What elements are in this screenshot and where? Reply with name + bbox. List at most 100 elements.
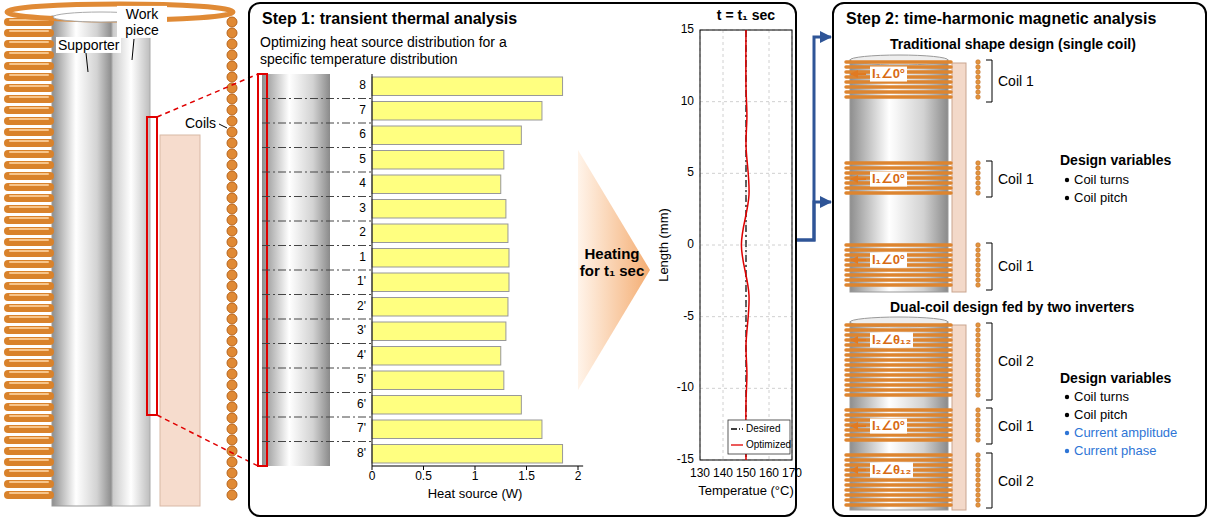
flow-arrow xyxy=(797,202,831,240)
tick-label: 130 xyxy=(690,467,710,481)
current-label: I₁∠0° xyxy=(870,419,907,434)
coil-label: Coil 1 xyxy=(998,73,1034,89)
heat-bar xyxy=(372,126,521,145)
coil-bracket xyxy=(986,408,992,444)
panel-title: Step 2: time-harmonic magnetic analysis xyxy=(846,9,1156,28)
coil-label: Coil 1 xyxy=(998,258,1034,274)
axis-title: Heat source (W) xyxy=(428,487,523,502)
coil-bracket xyxy=(986,161,992,197)
coil-design xyxy=(846,55,992,292)
list-heading: Design variables xyxy=(1060,152,1171,168)
heat-bar xyxy=(372,396,521,415)
design-heading: Traditional shape design (single coil) xyxy=(890,36,1136,52)
panel-title: Step 1: transient thermal analysis xyxy=(262,9,517,28)
zoom-line xyxy=(157,74,258,117)
row-number: 3' xyxy=(357,324,366,338)
current-arrow xyxy=(851,469,866,471)
tick-label: 1 xyxy=(472,470,479,484)
current-arrow xyxy=(851,425,866,427)
row-number: 5 xyxy=(359,153,366,167)
part-label: Coils xyxy=(183,115,218,131)
flow-arrow xyxy=(797,37,831,240)
tick-label: 0 xyxy=(687,238,694,252)
heat-bar xyxy=(372,224,508,243)
row-number: 6' xyxy=(357,398,366,412)
heat-bar xyxy=(372,322,506,341)
current-arrow xyxy=(851,339,866,341)
row-number: 7' xyxy=(357,422,366,436)
row-number: 2 xyxy=(359,226,366,240)
coil-bracket xyxy=(986,453,992,508)
list-item: Coil pitch xyxy=(1074,191,1127,206)
axis-title: Length (mm) xyxy=(657,208,672,282)
list-item: Coil turns xyxy=(1074,173,1129,188)
coil-label: Coil 1 xyxy=(998,418,1034,434)
heat-bar xyxy=(372,347,501,366)
current-arrow xyxy=(851,73,866,75)
row-number: 1 xyxy=(359,251,366,265)
row-number: 3 xyxy=(359,202,366,216)
tick-label: -10 xyxy=(677,381,694,395)
row-number: 7 xyxy=(359,104,366,118)
heat-bar xyxy=(372,371,504,390)
current-label: I₂∠θ₁₂ xyxy=(870,463,913,478)
tick-label: -15 xyxy=(677,453,694,467)
list-item: Current amplitude xyxy=(1074,426,1177,441)
temperature-plot xyxy=(700,30,792,460)
coil-design xyxy=(846,317,992,510)
coil-label: Coil 2 xyxy=(998,473,1034,489)
arrow-label: Heating for t₁ sec xyxy=(573,245,651,280)
coil-label: Coil 1 xyxy=(998,171,1034,187)
coil-label: Coil 2 xyxy=(998,353,1034,369)
row-number: 1' xyxy=(357,275,366,289)
zoom-line xyxy=(157,415,258,466)
legend-sample xyxy=(731,444,743,445)
tick-label: 0 xyxy=(369,470,376,484)
coil-bracket xyxy=(986,60,992,102)
heat-bar xyxy=(372,273,509,292)
list-item: Current phase xyxy=(1074,444,1156,459)
panel-subtitle: Optimizing heat source distribution for … xyxy=(260,34,550,68)
row-number: 8' xyxy=(357,447,366,461)
leader-line xyxy=(219,124,227,128)
bullets xyxy=(1065,178,1069,453)
work-piece xyxy=(112,18,150,506)
heat-source-chart xyxy=(258,74,650,470)
tick-label: 0.5 xyxy=(415,470,432,484)
row-number: 5' xyxy=(357,373,366,387)
optimized-curve xyxy=(741,30,749,460)
step-panel: Step 1: transient thermal analysisOptimi… xyxy=(248,2,797,517)
row-number: 4' xyxy=(357,349,366,363)
supporter xyxy=(850,60,948,292)
tick-label: 150 xyxy=(736,467,756,481)
current-label: I₂∠θ₁₂ xyxy=(870,333,913,348)
row-number: 2' xyxy=(357,300,366,314)
list-item: Coil turns xyxy=(1074,390,1129,405)
supporter xyxy=(52,16,112,506)
tick-label: 160 xyxy=(759,467,779,481)
tick-label: 1.5 xyxy=(518,470,535,484)
work-piece-cut xyxy=(160,135,200,506)
part-label: Work piece xyxy=(117,6,167,38)
tick-label: 15 xyxy=(681,23,694,37)
heat-bar xyxy=(372,200,506,219)
heat-bar xyxy=(372,249,509,268)
coil-bracket xyxy=(986,323,992,400)
current-label: I₁∠0° xyxy=(870,67,907,82)
heat-bar xyxy=(372,445,563,464)
row-number: 6 xyxy=(359,128,366,142)
tick-label: -5 xyxy=(683,310,694,324)
coil-windings xyxy=(8,17,237,500)
current-label: I₁∠0° xyxy=(870,253,907,268)
leader-line xyxy=(86,53,88,72)
heat-bar xyxy=(372,298,508,317)
tick-label: 140 xyxy=(713,467,733,481)
current-arrow xyxy=(851,259,866,261)
row-number: 8 xyxy=(359,79,366,93)
part-label: Supporter xyxy=(56,37,121,53)
leader-line xyxy=(132,39,134,60)
coil-assembly xyxy=(7,4,258,506)
design-heading: Dual-coil design fed by two inverters xyxy=(890,299,1134,315)
tick-label: 5 xyxy=(687,166,694,180)
current-label: I₁∠0° xyxy=(870,172,907,187)
